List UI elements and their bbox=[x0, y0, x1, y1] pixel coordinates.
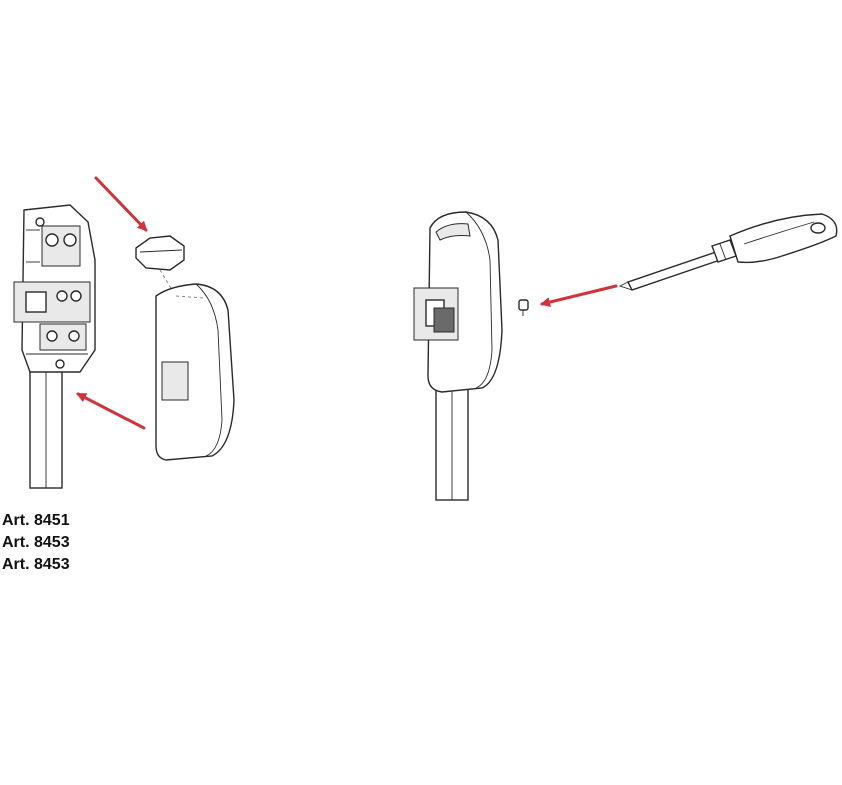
arrow-to-cap bbox=[94, 176, 148, 232]
arrow-to-screw bbox=[540, 284, 618, 307]
exposed-mechanism bbox=[13, 204, 96, 489]
article-number-label: Art. 8453 bbox=[2, 556, 70, 573]
article-number-label: Art. 8451 bbox=[2, 512, 70, 529]
mechanism-upper-block bbox=[41, 225, 81, 267]
screwdriver bbox=[618, 213, 838, 291]
article-number-label: Art. 8453 bbox=[2, 534, 70, 551]
article-number-list: Art. 8451 Art. 8453 Art. 8453 bbox=[2, 510, 70, 576]
cover-window-right bbox=[433, 307, 455, 333]
cover-housing-left bbox=[155, 283, 235, 461]
screw bbox=[518, 299, 529, 316]
cover-window-left bbox=[161, 361, 189, 401]
arrow-to-bar bbox=[76, 392, 146, 430]
assembled-unit bbox=[413, 211, 503, 501]
cover-cap-piece bbox=[135, 235, 185, 301]
cover-housing-right bbox=[427, 211, 503, 393]
screwdriver-handle bbox=[729, 213, 838, 264]
